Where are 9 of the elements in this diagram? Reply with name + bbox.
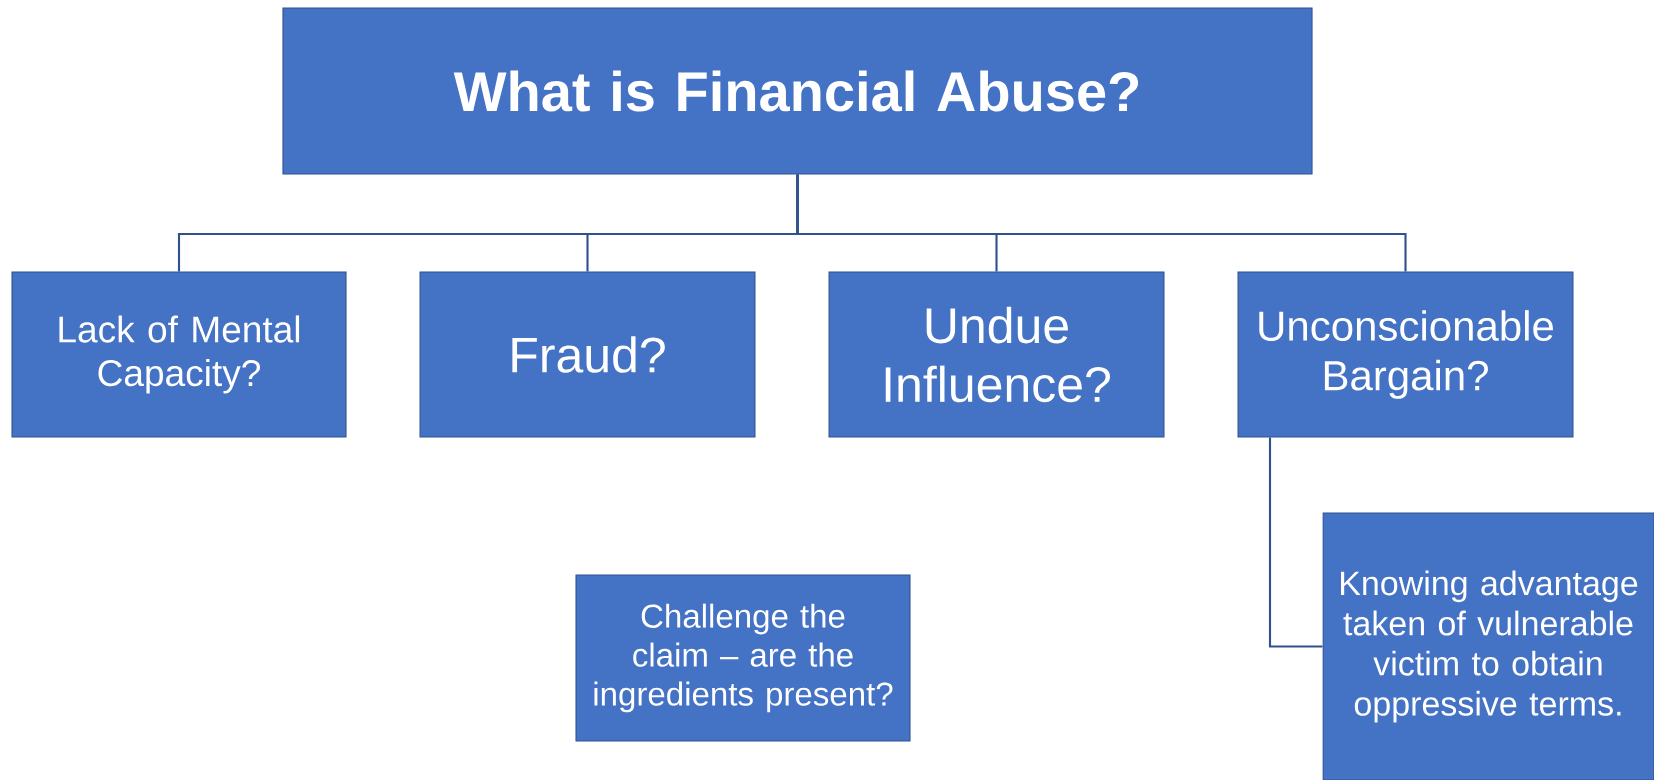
note-box: Challenge the claim – are the ingredients present? [575,574,911,742]
connector-line [1268,437,1323,648]
category-box: Unconscionable Bargain? [1237,271,1574,438]
note-box: Knowing advantage taken of vulnerable victim to obtain oppressive terms. [1322,512,1654,780]
category-box: Fraud? [419,271,756,438]
category-box: Undue Influence? [828,271,1165,438]
category-box: Lack of Mental Capacity? [11,271,347,438]
connector-line [796,174,1407,272]
title-box: What is Financial Abuse? [282,7,1313,175]
